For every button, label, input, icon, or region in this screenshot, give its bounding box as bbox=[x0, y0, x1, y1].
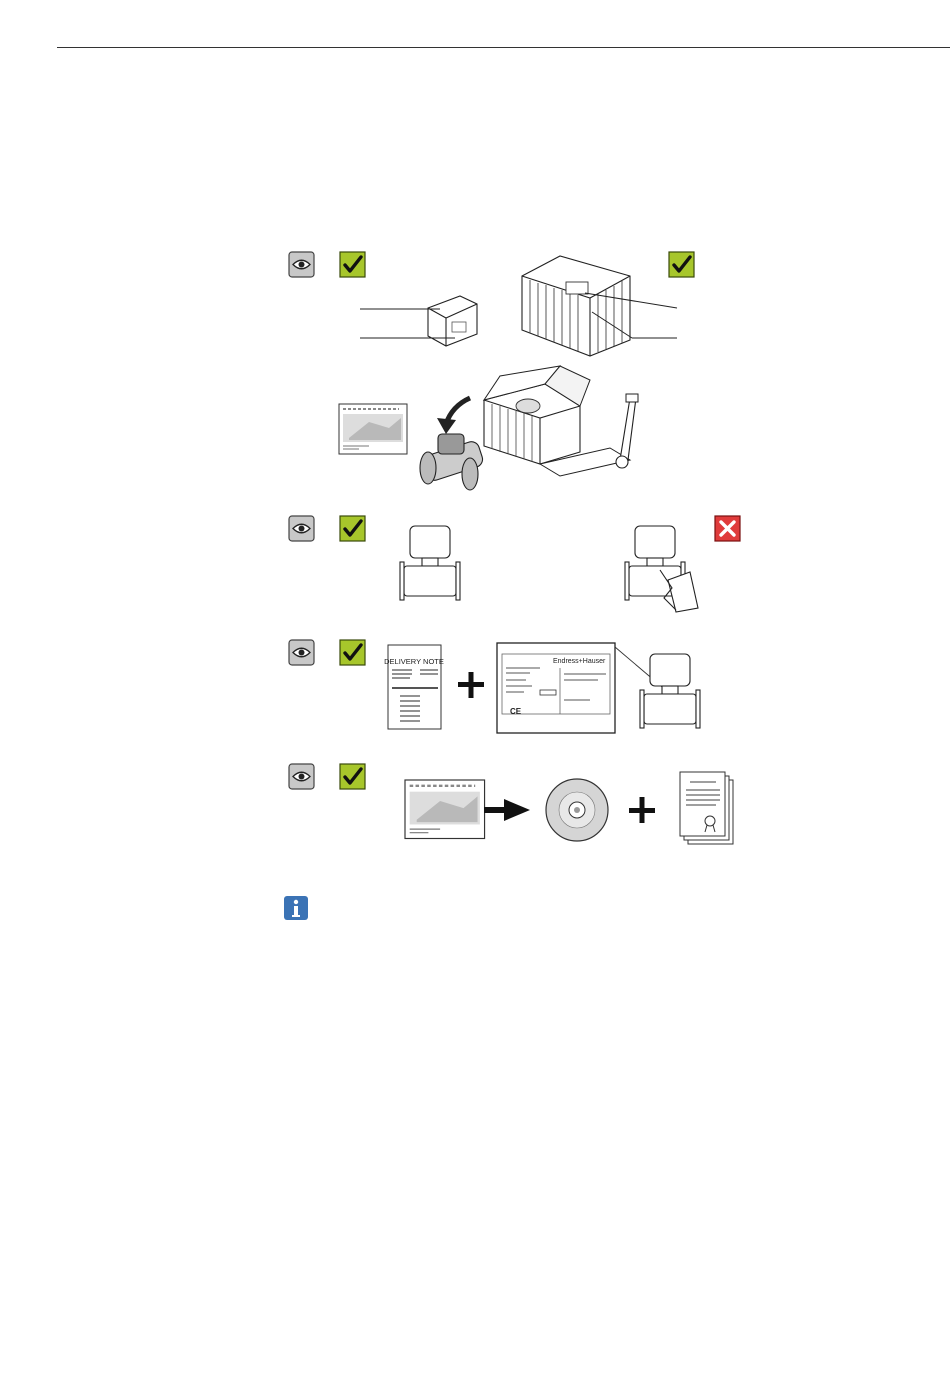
checkmark-icon bbox=[340, 640, 365, 665]
plus-icon bbox=[629, 797, 655, 823]
nameplate-brand: Endress+Hauser bbox=[553, 658, 606, 665]
manual-cover-image bbox=[339, 404, 407, 454]
flowmeter-damaged bbox=[625, 526, 698, 612]
delivery-note-document: DELIVERY NOTE bbox=[384, 645, 444, 729]
certificate-documents bbox=[680, 772, 733, 844]
checkmark-icon bbox=[340, 764, 365, 789]
checkmark-icon bbox=[669, 252, 694, 277]
flowmeter-intact bbox=[400, 526, 460, 600]
checkmark-icon bbox=[340, 252, 365, 277]
eye-icon bbox=[289, 640, 314, 665]
flowmeter-unpacked bbox=[420, 434, 485, 490]
open-crate-on-pallet-truck bbox=[484, 366, 638, 476]
package-box bbox=[360, 296, 477, 346]
flowmeter-with-nameplate bbox=[640, 654, 700, 728]
nameplate-ce: CE bbox=[510, 707, 522, 716]
eye-icon bbox=[289, 252, 314, 277]
info-icon bbox=[284, 896, 308, 920]
delivery-note-title: DELIVERY NOTE bbox=[384, 657, 444, 666]
shipping-container bbox=[522, 256, 677, 356]
cross-icon bbox=[715, 516, 740, 541]
eye-icon bbox=[289, 516, 314, 541]
plus-icon bbox=[458, 672, 484, 698]
checkmark-icon bbox=[340, 516, 365, 541]
manual-cover-image bbox=[405, 780, 485, 839]
cd-rom-icon bbox=[546, 779, 608, 841]
arrow-icon bbox=[437, 418, 456, 434]
eye-icon bbox=[289, 764, 314, 789]
arrow-icon bbox=[484, 799, 530, 821]
